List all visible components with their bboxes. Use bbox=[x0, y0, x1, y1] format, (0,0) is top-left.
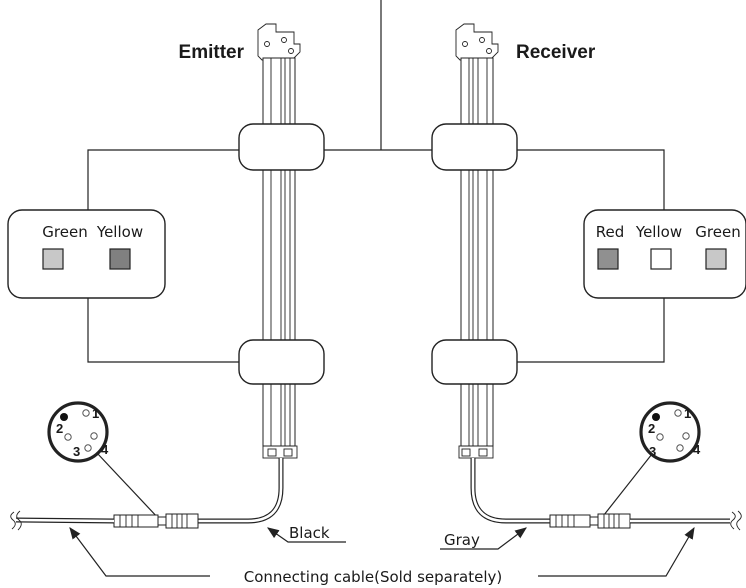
receiver-led-red bbox=[597, 248, 619, 270]
receiver-cable-label: Gray bbox=[444, 531, 480, 549]
receiver-pinout-leader bbox=[599, 453, 653, 521]
emitter-pin-4: 4 bbox=[101, 442, 109, 457]
emitter-top-leader-line bbox=[87, 149, 239, 210]
emitter-pin-3: 3 bbox=[73, 444, 80, 459]
receiver-pin-2: 2 bbox=[648, 421, 655, 436]
receiver-pin-4: 4 bbox=[693, 442, 701, 457]
connecting-cable-left-arrow bbox=[69, 527, 210, 577]
emitter-pin-1: 1 bbox=[92, 406, 99, 421]
receiver-indicator-panel: Red Yellow Green bbox=[583, 209, 746, 299]
emitter-title: Emitter bbox=[179, 42, 245, 63]
receiver-pin-3: 3 bbox=[649, 444, 656, 459]
emitter-indicator-panel: Green Yellow bbox=[7, 209, 166, 299]
receiver-title: Receiver bbox=[516, 42, 596, 63]
receiver-cable-label-arrow bbox=[440, 527, 527, 550]
receiver-led-yellow bbox=[650, 248, 672, 270]
emitter-top-indicator-callout bbox=[238, 123, 325, 171]
connecting-cable-label: Connecting cable(Sold separately) bbox=[244, 568, 502, 586]
receiver-connector-pinout: 1 2 3 4 bbox=[639, 401, 701, 463]
receiver-cable bbox=[470, 458, 742, 531]
emitter-indicator-label-green: Green bbox=[42, 223, 87, 241]
receiver-pin-1: 1 bbox=[684, 406, 691, 421]
emitter-bottom-indicator-callout bbox=[238, 339, 325, 385]
emitter-sensor-bar bbox=[257, 23, 301, 459]
connecting-cable-right-arrow bbox=[538, 526, 695, 577]
emitter-led-green bbox=[42, 248, 64, 270]
receiver-top-indicator-callout bbox=[431, 123, 518, 171]
emitter-pin-2: 2 bbox=[56, 421, 63, 436]
emitter-pinout-leader bbox=[96, 452, 161, 521]
receiver-indicator-label-yellow: Yellow bbox=[635, 223, 682, 241]
emitter-led-yellow bbox=[109, 248, 131, 270]
receiver-sensor-bar bbox=[455, 23, 499, 459]
emitter-cable-label-arrow bbox=[267, 527, 346, 543]
emitter-cable bbox=[10, 458, 284, 531]
emitter-cable-label: Black bbox=[289, 524, 330, 542]
receiver-bottom-indicator-callout bbox=[431, 339, 518, 385]
receiver-led-green bbox=[705, 248, 727, 270]
emitter-bottom-leader-line bbox=[87, 298, 239, 363]
receiver-indicator-label-green: Green bbox=[695, 223, 740, 241]
emitter-connector-pinout: 1 2 3 4 bbox=[47, 401, 109, 463]
receiver-bottom-leader-line bbox=[517, 298, 665, 363]
receiver-indicator-label-red: Red bbox=[596, 223, 625, 241]
receiver-top-leader-line bbox=[517, 149, 665, 210]
emitter-indicator-label-yellow: Yellow bbox=[96, 223, 143, 241]
